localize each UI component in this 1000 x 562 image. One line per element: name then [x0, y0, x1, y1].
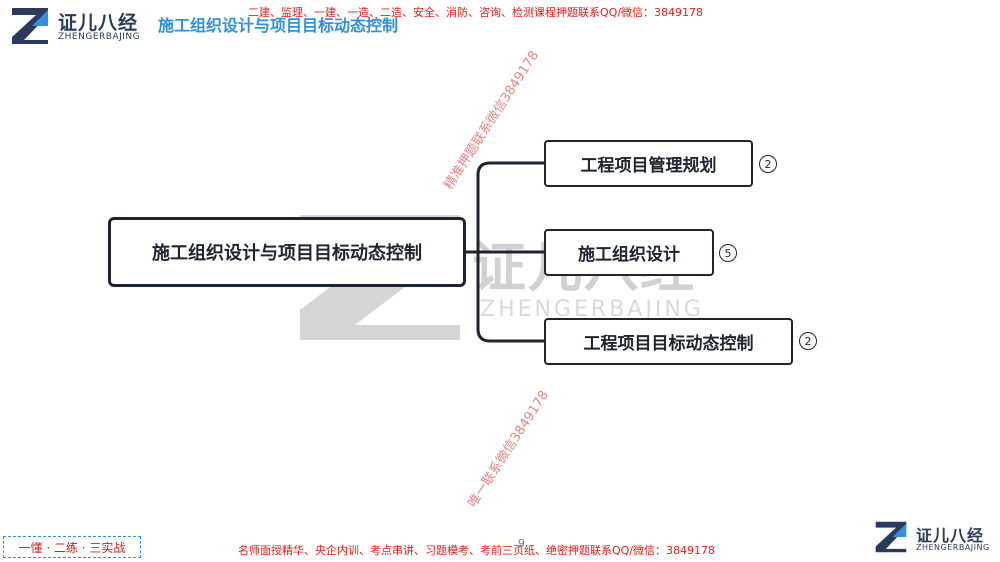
footer-promo-banner: 名师面授精华、央企内训、考点串讲、习题模考、考前三页纸、绝密押题联系QQ/微信：…: [238, 544, 716, 557]
node-count-badge[interactable]: 2: [759, 155, 777, 173]
top-promo-banner: 二建、监理、一建、一造、二造、安全、消防、咨询、检测课程押题联系QQ/微信：38…: [248, 6, 704, 19]
footer-slogan: 一懂 · 二练 · 三实战: [3, 536, 141, 558]
footer-brand-logo: 证儿八经 ZHENGERBAJING: [874, 520, 998, 558]
watermark-brand-sub: ZHENGERBAJING: [480, 297, 704, 322]
node-count-badge[interactable]: 5: [719, 244, 737, 262]
brand-logo-icon: [875, 521, 907, 553]
node-count-badge[interactable]: 2: [799, 332, 817, 350]
mindmap-node-construction-organization-design[interactable]: 施工组织设计: [544, 229, 714, 276]
connector-branch-1: [476, 161, 546, 254]
page-title: 施工组织设计与项目目标动态控制: [158, 16, 399, 35]
brand-logo: 证儿八经 ZHENGERBAJING: [10, 6, 150, 46]
connector-branch-3: [476, 250, 546, 343]
brand-logo-icon: [12, 8, 48, 44]
brand-subtitle: ZHENGERBAJING: [58, 32, 141, 42]
mindmap-node-target-dynamic-control[interactable]: 工程项目目标动态控制: [544, 318, 793, 365]
mindmap-root-node[interactable]: 施工组织设计与项目目标动态控制: [108, 217, 466, 287]
brand-name: 证儿八经: [58, 12, 139, 34]
footer-brand-subtitle: ZHENGERBAJING: [916, 543, 990, 552]
mindmap-node-project-management-planning[interactable]: 工程项目管理规划: [544, 140, 753, 187]
footer-brand-name: 证儿八经: [916, 526, 985, 545]
page-number: 9: [518, 537, 525, 550]
